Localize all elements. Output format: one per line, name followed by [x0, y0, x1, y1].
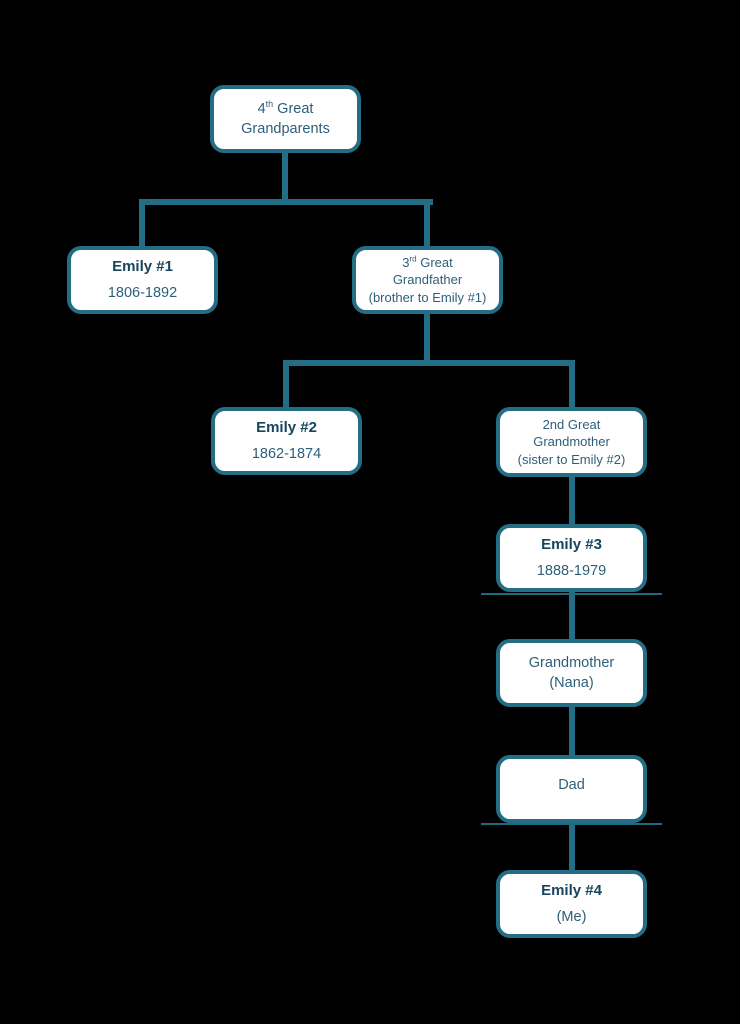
- connector-drop-ggf3: [424, 199, 430, 248]
- connector-bar-gen3: [283, 360, 575, 366]
- ordinal-superscript: th: [265, 99, 274, 110]
- connector-dad-emily4: [569, 819, 575, 872]
- connector-emily3-grandmother: [569, 589, 575, 641]
- node-title-line: Grandparents: [241, 121, 330, 137]
- node-emily-3: Emily #3 1888-1979: [496, 524, 647, 592]
- person-name: Emily #3: [541, 536, 602, 553]
- node-emily-4-me: Emily #4 (Me): [496, 870, 647, 938]
- node-title-line: 4th Great: [257, 99, 314, 117]
- person-dates: 1806-1892: [107, 285, 178, 301]
- person-dates: 1862-1874: [251, 446, 322, 462]
- connector-stem-gg4: [282, 151, 288, 205]
- node-4th-great-grandparents: 4th Great Grandparents: [210, 85, 361, 153]
- node-title-line: Grandmother: [528, 655, 615, 671]
- node-relation-note: (sister to Emily #2): [517, 451, 626, 467]
- person-dates: 1888-1979: [536, 563, 607, 579]
- node-title-line: 3rd Great: [402, 254, 453, 270]
- connector-bar-gen2: [139, 199, 433, 205]
- generation-divider-line: [481, 593, 662, 595]
- ordinal-superscript: rd: [409, 254, 417, 264]
- connector-stem-ggf3: [424, 312, 430, 366]
- node-title-line: (Nana): [549, 675, 594, 691]
- generation-divider-line: [481, 823, 662, 825]
- node-emily-1: Emily #1 1806-1892: [67, 246, 218, 314]
- connector-ggm2-emily3: [569, 474, 575, 526]
- node-3rd-great-grandfather: 3rd Great Grandfather (brother to Emily …: [352, 246, 503, 314]
- person-dates: (Me): [556, 909, 587, 925]
- node-title-line: Grandfather: [392, 272, 463, 288]
- connector-drop-ggm2: [569, 360, 575, 409]
- node-title-line: Dad: [558, 777, 585, 793]
- connector-grandmother-dad: [569, 704, 575, 757]
- node-dad: Dad: [496, 755, 647, 823]
- node-2nd-great-grandmother: 2nd Great Grandmother (sister to Emily #…: [496, 407, 647, 477]
- node-title-line: 2nd Great: [542, 416, 601, 432]
- connector-drop-emily1: [139, 199, 145, 248]
- node-title-line: Grandmother: [533, 434, 610, 450]
- connector-drop-emily2: [283, 360, 289, 409]
- person-name: Emily #2: [256, 419, 317, 436]
- node-emily-2: Emily #2 1862-1874: [211, 407, 362, 475]
- person-name: Emily #1: [112, 258, 173, 275]
- node-grandmother-nana: Grandmother (Nana): [496, 639, 647, 707]
- person-name: Emily #4: [541, 882, 602, 899]
- node-relation-note: (brother to Emily #1): [368, 289, 487, 305]
